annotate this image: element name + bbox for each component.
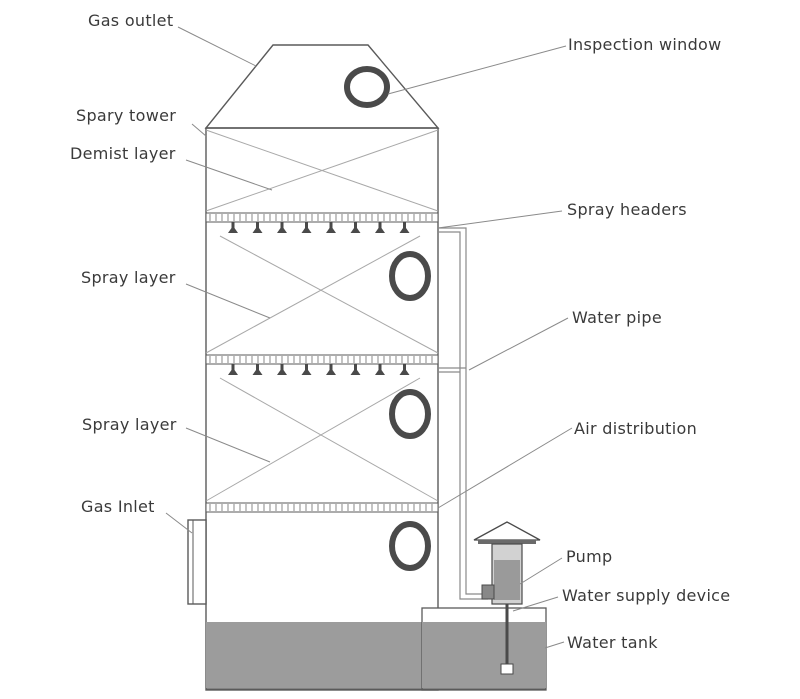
spray-header-plate-middle xyxy=(205,354,439,365)
tower-body xyxy=(204,44,440,691)
label-demist-layer: Demist layer xyxy=(70,144,176,163)
plates xyxy=(205,212,439,513)
spray-nozzle xyxy=(277,364,287,375)
pump-assembly xyxy=(473,521,541,675)
leader-spray-layer-2 xyxy=(185,427,271,463)
pump-motor-cap xyxy=(473,521,541,541)
inspection-window-spray1 xyxy=(389,251,431,301)
spray2-cross-a xyxy=(219,377,439,502)
water-pipes xyxy=(438,227,488,600)
leader-pump xyxy=(519,557,563,585)
spray-nozzle xyxy=(228,364,238,375)
inspection-windows xyxy=(344,66,431,571)
label-gas-outlet: Gas outlet xyxy=(88,11,173,30)
leader-water-supply-device xyxy=(512,596,559,612)
pump-motor-shade xyxy=(494,560,520,600)
spray1-cross-b xyxy=(205,235,421,354)
label-water-supply-device: Water supply device xyxy=(562,586,730,605)
pump-suction-foot xyxy=(500,663,514,675)
water-pipe-outer xyxy=(438,227,488,595)
spray2-cross-b xyxy=(205,377,421,502)
labels: Gas outlet Inspection window Spary tower… xyxy=(70,11,730,652)
spray-nozzle xyxy=(399,222,410,233)
label-spray-headers: Spray headers xyxy=(567,200,687,219)
spray-nozzle xyxy=(252,364,263,375)
leader-spray-layer-1 xyxy=(185,283,271,319)
label-gas-inlet: Gas Inlet xyxy=(81,497,155,516)
spray-header-plate-top xyxy=(205,212,439,223)
spray-nozzle xyxy=(326,364,336,375)
inspection-window-spray2 xyxy=(389,389,431,439)
spray-nozzle xyxy=(375,222,385,233)
leader-water-pipe xyxy=(468,317,569,371)
layer-crosses xyxy=(205,129,439,502)
leader-lines xyxy=(165,26,573,649)
leader-inspection-window xyxy=(387,45,567,95)
spray-nozzles xyxy=(228,222,410,375)
spray-nozzle xyxy=(326,222,336,233)
leader-gas-inlet xyxy=(165,512,193,534)
label-spray-layer-1: Spray layer xyxy=(81,268,176,287)
label-inspection-window: Inspection window xyxy=(568,35,722,54)
spray-nozzle xyxy=(399,364,410,375)
inspection-window-bottom xyxy=(389,521,431,571)
label-water-tank: Water tank xyxy=(567,633,658,652)
label-pump: Pump xyxy=(566,547,612,566)
label-air-distribution: Air distribution xyxy=(574,419,697,438)
label-water-pipe: Water pipe xyxy=(572,308,662,327)
spray-nozzle xyxy=(228,222,238,233)
label-spray-tower: Spary tower xyxy=(76,106,176,125)
air-distribution-plate xyxy=(205,502,439,513)
pump-outlet-flange xyxy=(481,584,495,600)
leader-gas-outlet xyxy=(177,26,257,67)
spray-nozzle xyxy=(277,222,287,233)
leader-demist-layer xyxy=(185,159,273,191)
spray-nozzle xyxy=(301,364,312,375)
pump-cap-band xyxy=(478,540,536,544)
demist-cross-b xyxy=(205,129,439,212)
spray-nozzle xyxy=(350,364,361,375)
tank-water-right xyxy=(422,622,546,688)
leader-spray-headers xyxy=(437,210,563,229)
leader-spray-tower xyxy=(191,123,207,137)
label-spray-layer-2: Spray layer xyxy=(82,415,177,434)
leader-air-distribution xyxy=(437,427,573,509)
tower-shell xyxy=(205,127,439,691)
gas-inlet-duct xyxy=(187,519,207,605)
spray1-cross-a xyxy=(219,235,439,354)
spray-nozzle xyxy=(301,222,312,233)
water-tank xyxy=(206,607,547,691)
spray-nozzle xyxy=(252,222,263,233)
spray-nozzle xyxy=(350,222,361,233)
leader-water-tank xyxy=(544,641,565,649)
spray-nozzle xyxy=(375,364,385,375)
tower-cone-top xyxy=(204,44,440,129)
inspection-window-top xyxy=(344,66,390,108)
tank-water-main xyxy=(206,622,438,688)
water-pipe-inner xyxy=(438,231,488,600)
